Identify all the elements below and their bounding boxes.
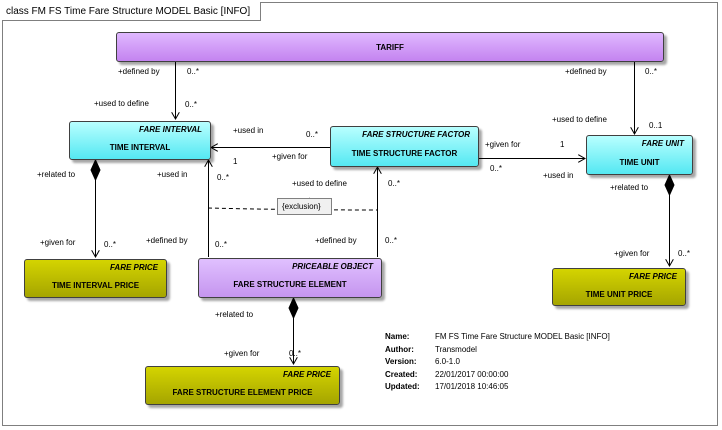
class-time-interval[interactable]: FARE INTERVAL TIME INTERVAL — [69, 121, 211, 160]
diagram-frame — [2, 2, 718, 426]
exclusion-constraint — [207, 207, 378, 211]
class-name: TIME UNIT PRICE — [585, 290, 653, 299]
role-label: +defined by — [565, 67, 607, 76]
stereotype: FARE PRICE — [109, 263, 158, 272]
role-label: +used in — [543, 171, 574, 180]
multiplicity-label: 1 — [560, 140, 565, 149]
class-time-unit-price[interactable]: FARE PRICE TIME UNIT PRICE — [552, 268, 686, 306]
stereotype: FARE INTERVAL — [139, 125, 202, 134]
role-label: +used in — [233, 126, 264, 135]
multiplicity-label: 0..* — [215, 240, 228, 249]
class-fare-structure-element-price[interactable]: FARE PRICE FARE STRUCTURE ELEMENT PRICE — [145, 366, 340, 405]
role-label: +related to — [37, 170, 76, 179]
role-label: +given for — [485, 140, 521, 149]
class-name: FARE STRUCTURE ELEMENT PRICE — [172, 388, 313, 397]
multiplicity-label: 1 — [233, 157, 238, 166]
diagram-metadata: Name: FM FS Time Fare Structure MODEL Bas… — [385, 331, 610, 394]
multiplicity-label: 0..* — [104, 240, 117, 249]
class-name: TIME INTERVAL — [109, 143, 171, 152]
multiplicity-label: 0..* — [388, 179, 401, 188]
role-label: +given for — [224, 349, 260, 358]
multiplicity-label: 0..* — [306, 130, 319, 139]
multiplicity-label: 0..1 — [649, 121, 663, 130]
class-name: TIME UNIT — [619, 158, 660, 167]
meta-key: Name: — [385, 332, 410, 341]
role-label: +used in — [157, 170, 188, 179]
role-label: +related to — [610, 183, 649, 192]
stereotype: PRICEABLE OBJECT — [292, 262, 373, 271]
role-label: +given for — [40, 238, 76, 247]
meta-value: FM FS Time Fare Structure MODEL Basic [I… — [435, 332, 610, 341]
composition-diamond-unit — [664, 173, 675, 197]
exclusion-note: {exclusion} — [277, 198, 332, 215]
meta-value: Transmodel — [435, 344, 477, 354]
class-tariff[interactable]: TARIFF — [116, 32, 664, 62]
role-label: +used to define — [94, 99, 149, 108]
role-label: +given for — [272, 152, 308, 161]
composition-diamond-interval — [90, 158, 101, 182]
role-label: +given for — [614, 249, 650, 258]
class-name: TARIFF — [376, 43, 404, 52]
multiplicity-label: 0..* — [185, 100, 198, 109]
role-label: +related to — [215, 310, 254, 319]
role-label: +defined by — [118, 67, 160, 76]
multiplicity-label: 0..* — [187, 67, 200, 76]
class-fare-structure-element[interactable]: PRICEABLE OBJECT FARE STRUCTURE ELEMENT — [198, 258, 382, 298]
multiplicity-label: 0..* — [645, 67, 658, 76]
class-time-unit[interactable]: FARE UNIT TIME UNIT — [586, 135, 693, 175]
meta-value: 22/01/2017 00:00:00 — [435, 369, 509, 379]
stereotype: FARE PRICE — [282, 370, 331, 379]
class-name: FARE STRUCTURE ELEMENT — [233, 280, 347, 289]
stereotype: FARE UNIT — [641, 139, 684, 148]
diagram-title: class FM FS Time Fare Structure MODEL Ba… — [2, 2, 262, 21]
meta-value: 6.0-1.0 — [435, 357, 460, 366]
role-label: +defined by — [315, 236, 357, 245]
class-name: TIME INTERVAL PRICE — [51, 281, 140, 290]
meta-key: Created: — [385, 369, 418, 379]
meta-key: Version: — [385, 357, 417, 366]
meta-value: 17/01/2018 10:46:05 — [435, 382, 509, 391]
multiplicity-label: 0..* — [289, 349, 302, 358]
class-time-interval-price[interactable]: FARE PRICE TIME INTERVAL PRICE — [24, 259, 167, 298]
meta-key: Updated: — [385, 382, 420, 391]
stereotype: FARE PRICE — [628, 272, 677, 281]
class-name: TIME STRUCTURE FACTOR — [351, 149, 458, 158]
role-label: +used to define — [552, 115, 607, 124]
multiplicity-label: 0..* — [490, 164, 503, 173]
multiplicity-label: 0..* — [678, 249, 691, 258]
multiplicity-label: 0..* — [385, 236, 398, 245]
class-time-structure-factor[interactable]: FARE STRUCTURE FACTOR TIME STRUCTURE FAC… — [330, 126, 479, 167]
role-label: +used to define — [292, 179, 347, 188]
multiplicity-label: 0..* — [217, 173, 230, 182]
composition-diamond-element — [288, 296, 299, 320]
stereotype: FARE STRUCTURE FACTOR — [362, 130, 470, 139]
meta-key: Author: — [385, 344, 414, 354]
role-label: +defined by — [146, 236, 188, 245]
